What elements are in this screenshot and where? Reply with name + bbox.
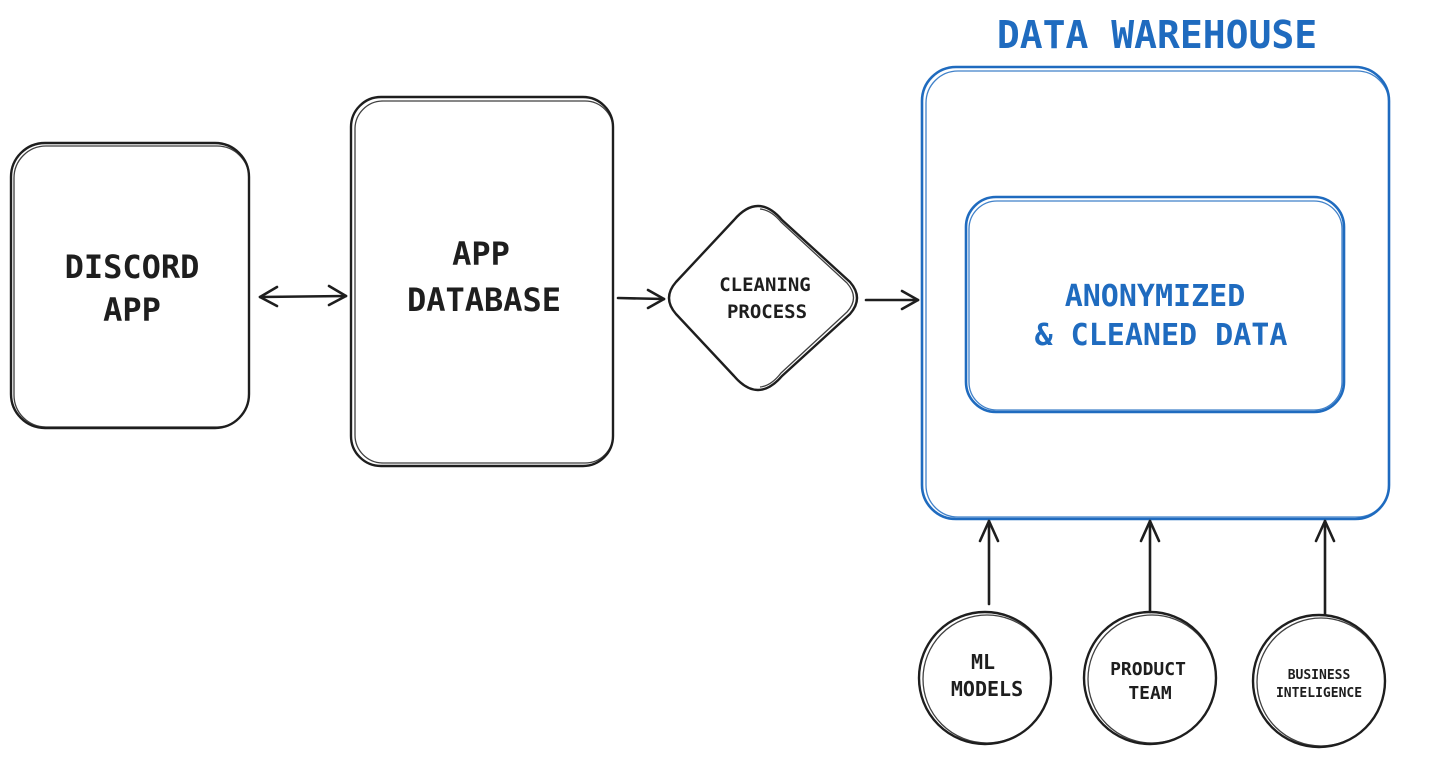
product-team-label-line1: PRODUCT: [1110, 659, 1186, 680]
discord-app-label-line2: APP: [103, 291, 161, 329]
ml-models-label-line2: MODELS: [951, 677, 1023, 701]
app-database-label-line2: DATABASE: [407, 281, 561, 319]
business-intelligence-node[interactable]: BUSINESS INTELIGENCE: [1251, 613, 1387, 749]
arrow-to-cleaning: [616, 288, 666, 310]
business-intelligence-arrow: [1314, 519, 1336, 617]
cleaning-process-label-line1: CLEANING: [719, 274, 811, 296]
data-warehouse-title: DATA WAREHOUSE: [997, 13, 1317, 57]
product-team-arrow: [1139, 519, 1161, 614]
business-intelligence-label-line2: INTELIGENCE: [1276, 686, 1362, 701]
app-database-node[interactable]: APP DATABASE: [349, 95, 615, 468]
anonymized-data-label-line1: ANONYMIZED: [1065, 279, 1246, 314]
cleaning-process-node[interactable]: CLEANING PROCESS: [667, 204, 859, 392]
anonymized-data-box[interactable]: ANONYMIZED & CLEANED DATA: [964, 195, 1346, 414]
ml-models-label-line1: ML: [971, 650, 995, 674]
bidirectional-arrow: [258, 284, 348, 308]
product-team-node[interactable]: PRODUCT TEAM: [1082, 610, 1218, 746]
ml-models-node[interactable]: ML MODELS: [917, 610, 1053, 746]
data-warehouse-container[interactable]: DATA WAREHOUSE ANONYMIZED & CLEANED DATA: [920, 13, 1391, 521]
discord-app-node[interactable]: DISCORD APP: [9, 141, 251, 430]
ml-models-arrow: [978, 519, 1000, 606]
business-intelligence-label-line1: BUSINESS: [1288, 668, 1351, 683]
product-team-label-line2: TEAM: [1128, 683, 1172, 704]
app-database-label-line1: APP: [452, 235, 510, 273]
arrow-to-warehouse: [864, 289, 920, 311]
anonymized-data-label-line2: & CLEANED DATA: [1035, 318, 1288, 353]
cleaning-process-label-line2: PROCESS: [727, 301, 807, 323]
discord-app-label-line1: DISCORD: [65, 248, 200, 286]
